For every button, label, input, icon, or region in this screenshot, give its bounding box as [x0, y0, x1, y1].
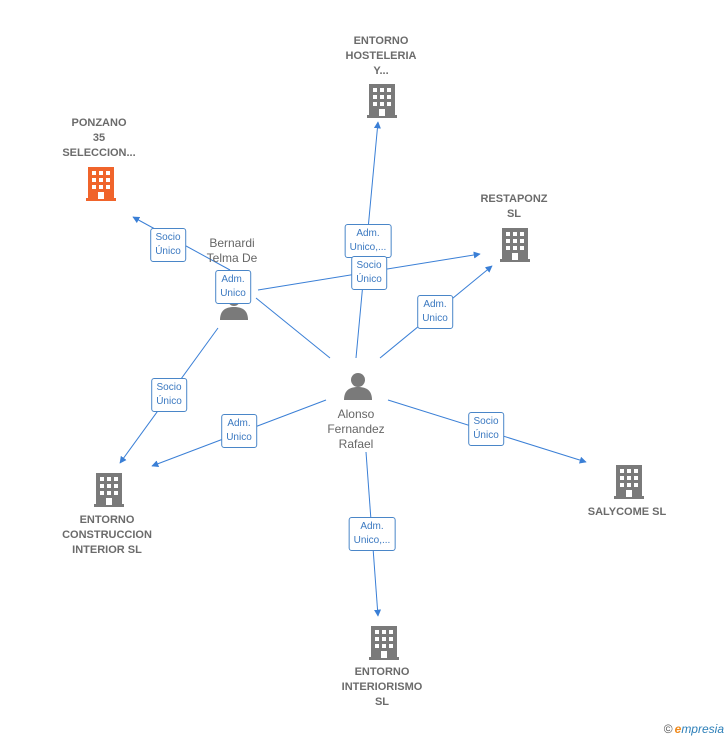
edge-label-line: Único: [356, 274, 382, 285]
edge-label-alonso-interiorismo[interactable]: Adm. Unico,...: [348, 517, 396, 551]
label-line: SALYCOME SL: [587, 506, 667, 518]
node-label-salycome[interactable]: SALYCOME SL: [588, 505, 666, 520]
brand-footer[interactable]: ©empresia: [664, 722, 724, 736]
edge-label-line: Adm.: [221, 274, 245, 285]
edge-label-line: Adm.: [356, 228, 380, 239]
copyright-icon: ©: [663, 722, 673, 736]
label-line: INTERIOR SL: [72, 544, 142, 556]
building-icon[interactable]: [367, 84, 397, 118]
node-label-construccion[interactable]: ENTORNO CONSTRUCCION INTERIOR SL: [62, 513, 152, 558]
label-line: HOSTELERIA: [345, 50, 417, 62]
edge-label-alonso-hosteleria[interactable]: Adm. Unico,...: [344, 224, 392, 258]
label-line: Telma De: [206, 251, 258, 265]
edge-label-line: Unico,...: [353, 535, 391, 546]
node-label-bernardi[interactable]: Bernardi Telma De: [207, 236, 258, 266]
person-icon[interactable]: [344, 373, 372, 400]
label-line: SELECCION...: [62, 147, 136, 159]
edge-label-alonso-salycome[interactable]: Socio Único: [468, 412, 504, 446]
label-line: INTERIORISMO: [341, 681, 423, 693]
building-icon[interactable]: [614, 465, 644, 499]
building-icon[interactable]: [94, 473, 124, 507]
node-label-restaponz[interactable]: RESTAPONZ SL: [480, 192, 547, 222]
label-line: CONSTRUCCION: [62, 529, 152, 541]
brand-logo-text: mpresia: [681, 722, 724, 736]
edge-label-alonso-restaponz-socio[interactable]: Socio Único: [351, 256, 387, 290]
label-line: Alonso: [337, 407, 375, 421]
edge-label-line: Único: [155, 246, 181, 257]
edge-label-bernardi-adm[interactable]: Adm. Unico: [215, 270, 251, 304]
label-line: Rafael: [338, 437, 374, 451]
edge-label-line: Socio: [155, 232, 181, 243]
edge-alonso-bernardi: [255, 297, 331, 359]
building-icon[interactable]: [500, 228, 530, 262]
label-line: PONZANO: [71, 117, 127, 129]
node-label-hosteleria[interactable]: ENTORNO HOSTELERIA Y...: [346, 34, 417, 79]
label-line: ENTORNO: [354, 666, 410, 678]
node-label-alonso[interactable]: Alonso Fernandez Rafael: [327, 407, 384, 452]
edge-label-line: Adm.: [360, 521, 384, 532]
edge-label-line: Socio: [156, 382, 182, 393]
node-label-ponzano[interactable]: PONZANO 35 SELECCION...: [62, 116, 135, 161]
building-icon[interactable]: [369, 626, 399, 660]
label-line: Y...: [373, 65, 389, 77]
edge-label-line: Único: [156, 396, 182, 407]
label-line: Bernardi: [209, 236, 255, 250]
edge-label-alonso-restaponz-adm[interactable]: Adm. Unico: [417, 295, 453, 329]
building-icon[interactable]: [86, 167, 116, 201]
edge-label-line: Unico: [422, 313, 448, 324]
label-line: RESTAPONZ: [480, 193, 548, 205]
label-line: SL: [374, 696, 390, 708]
label-line: 35: [92, 132, 106, 144]
label-line: ENTORNO: [79, 514, 135, 526]
brand-logo-initial: e: [674, 722, 682, 736]
edge-label-line: Socio: [473, 416, 499, 427]
edge-label-line: Adm.: [423, 299, 447, 310]
edge-label-alonso-construccion[interactable]: Adm. Unico: [221, 414, 257, 448]
label-line: SL: [506, 208, 522, 220]
edge-label-line: Unico: [226, 432, 252, 443]
label-line: Fernandez: [327, 422, 385, 436]
edge-label-line: Adm.: [227, 418, 251, 429]
label-line: ENTORNO: [353, 35, 409, 47]
edge-label-bernardi-construccion[interactable]: Socio Único: [151, 378, 187, 412]
edge-label-line: Único: [473, 430, 499, 441]
edge-label-line: Socio: [356, 260, 382, 271]
edge-label-line: Unico: [220, 288, 246, 299]
edge-label-line: Unico,...: [349, 242, 387, 253]
edge-label-bernardi-ponzano[interactable]: Socio Único: [150, 228, 186, 262]
node-label-interiorismo[interactable]: ENTORNO INTERIORISMO SL: [342, 665, 423, 710]
